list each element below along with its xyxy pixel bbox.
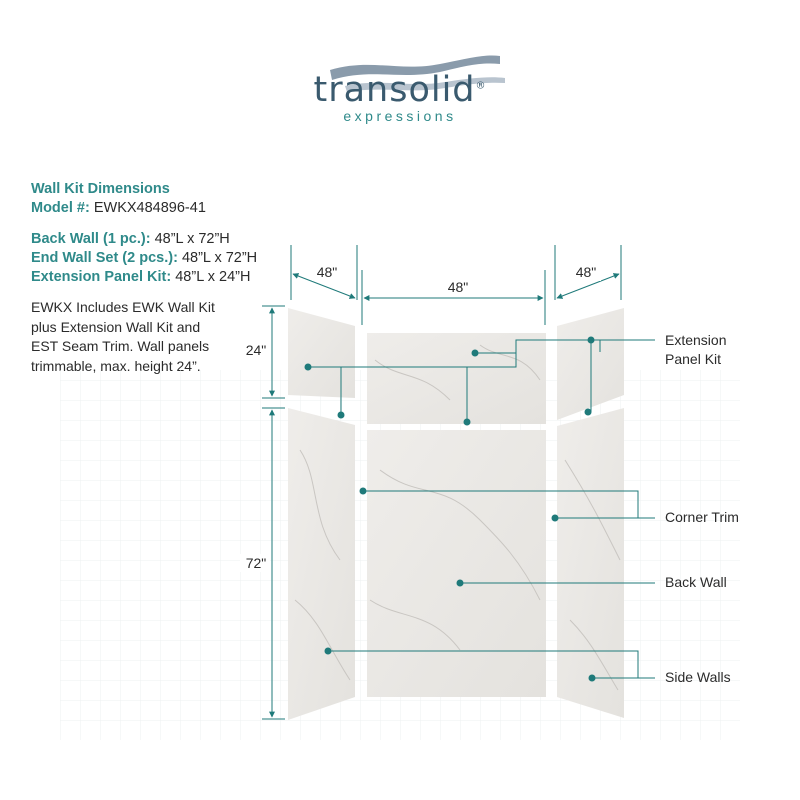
model-value: EWKX484896-41 <box>93 200 206 216</box>
right-side-wall-panel <box>557 408 624 718</box>
end-wall-row: End Wall Set (2 pcs.): 48”L x 72”H <box>31 249 291 268</box>
end-wall-label: End Wall Set (2 pcs.): <box>31 250 178 266</box>
back-wall-value: 48”L x 72”H <box>154 231 230 247</box>
extension-row: Extension Panel Kit: 48”L x 24”H <box>31 268 291 287</box>
callout-side-walls: Side Walls <box>665 669 731 685</box>
specs-title: Wall Kit Dimensions <box>31 181 170 197</box>
right-width-label: 48" <box>576 264 597 280</box>
extension-height-label: 24" <box>246 342 267 358</box>
note-line-1: EWKX Includes EWK Wall Kit <box>31 299 215 315</box>
extension-leader-2 <box>341 352 517 368</box>
left-width-label: 48" <box>317 264 338 280</box>
dimension-lines <box>262 245 622 720</box>
note-line-4: trimmable, max. height 24”. <box>31 357 201 374</box>
model-row: Model #: EWKX484896-41 <box>31 199 291 218</box>
wall-kit-specs: Wall Kit Dimensions Model #: EWKX484896-… <box>31 180 291 287</box>
extension-label: Extension Panel Kit: <box>31 269 172 285</box>
kit-note: EWKX Includes EWK Wall Kit plus Extensio… <box>31 298 261 376</box>
end-wall-value: 48”L x 72”H <box>181 250 258 266</box>
main-panels <box>288 408 624 720</box>
note-line-3: EST Seam Trim. Wall panels <box>31 338 210 354</box>
note-line-2: plus Extension Wall Kit and <box>31 318 201 335</box>
left-extension-panel <box>288 308 355 398</box>
left-side-wall-panel <box>288 408 355 720</box>
callout-back-wall: Back Wall <box>665 574 727 590</box>
back-wall-label: Back Wall (1 pc.): <box>31 231 151 247</box>
callout-dots <box>304 336 596 682</box>
callout-corner-trim: Corner Trim <box>665 509 739 525</box>
back-wall-panel <box>367 430 546 697</box>
extension-value: 48”L x 24”H <box>175 269 251 285</box>
extension-leader-4 <box>515 339 655 353</box>
center-extension-panel <box>367 333 546 424</box>
wall-height-label: 72" <box>246 555 267 571</box>
side-walls-leader <box>328 650 655 679</box>
marble-veins <box>294 344 621 691</box>
brand-tagline: expressions <box>343 108 457 124</box>
callout-extension-panel-kit: Extension Panel Kit <box>665 331 726 369</box>
model-label: Model #: <box>31 200 90 216</box>
center-width-label: 48" <box>448 279 469 295</box>
brand-wave-logo <box>330 55 505 92</box>
callout-extension-line-2: Panel Kit <box>665 351 722 367</box>
brand-name: transolid® <box>313 70 487 110</box>
callout-extension-line-1: Extension <box>665 332 727 348</box>
corner-trim-leader <box>363 490 639 519</box>
left-width-arrow <box>292 273 356 299</box>
dimension-labels: 48" 48" 48" 24" 72" <box>240 263 601 572</box>
back-wall-row: Back Wall (1 pc.): 48”L x 72”H <box>31 230 291 249</box>
right-width-arrow <box>556 273 620 299</box>
